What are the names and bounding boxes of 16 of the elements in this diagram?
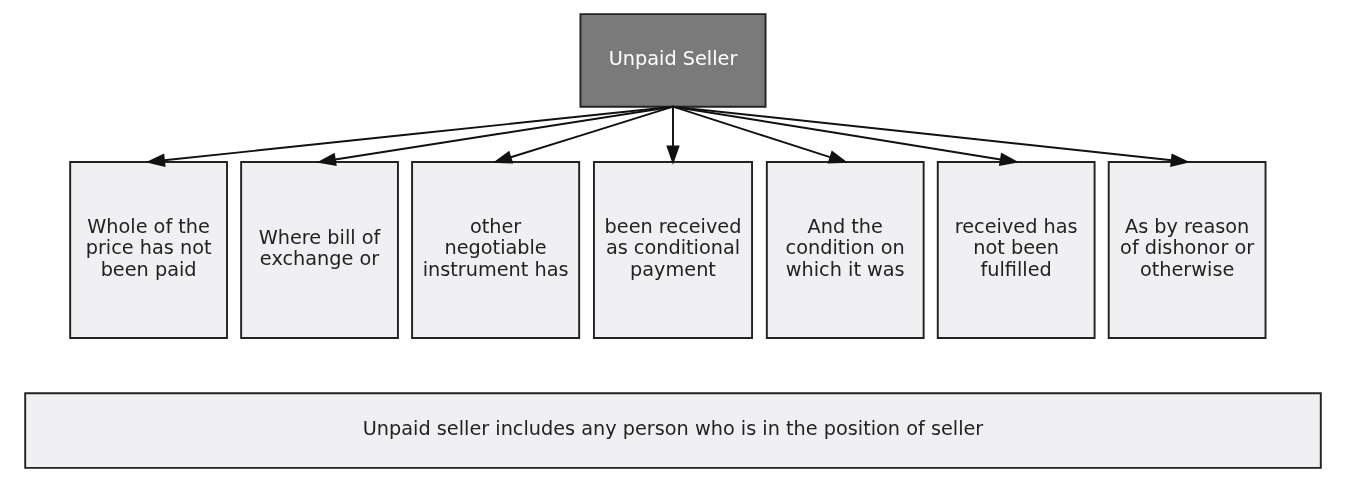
node-box: Where bill of exchange or — [240, 160, 399, 339]
node-box: And the condition on which it was — [765, 160, 925, 339]
arrow — [672, 105, 848, 163]
node-box: received has not been fulfilled — [936, 160, 1096, 339]
arrow — [672, 105, 1191, 167]
arrow — [145, 105, 674, 167]
arrow — [316, 105, 674, 166]
node-box: been received as conditional payment — [593, 160, 753, 339]
arrow — [672, 105, 1020, 166]
node-box: Unpaid Seller — [579, 12, 767, 108]
arrow — [666, 105, 680, 165]
node-box: As by reason of dishonor or otherwise — [1107, 160, 1267, 339]
node-box: Whole of the price has not been paid — [69, 160, 228, 339]
node-box: Unpaid seller includes any person who is in the position of seller — [24, 391, 1322, 469]
node-box: other negotiable instrument has — [411, 160, 581, 339]
arrow — [492, 105, 674, 164]
